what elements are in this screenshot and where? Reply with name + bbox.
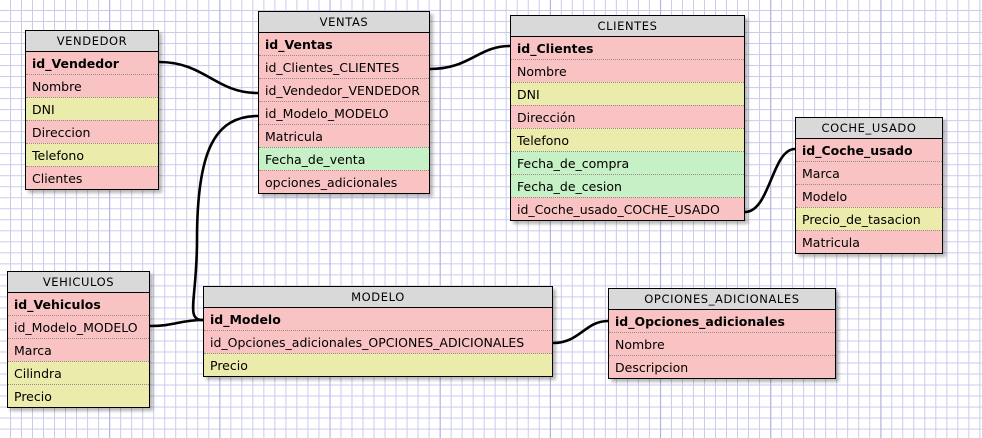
attribute-row[interactable]: id_Coche_usado_COCHE_USADO: [511, 197, 744, 220]
attribute-row[interactable]: Descripcion: [609, 355, 835, 378]
entity-title-clientes: CLIENTES: [511, 16, 744, 36]
attribute-row[interactable]: Precio: [204, 353, 552, 376]
primary-key-row[interactable]: id_Ventas: [259, 32, 429, 55]
attribute-row[interactable]: Telefono: [26, 143, 158, 166]
attribute-row[interactable]: Nombre: [609, 332, 835, 355]
attribute-row[interactable]: id_Vendedor_VENDEDOR: [259, 78, 429, 101]
connector-vehiculos-modelo[interactable]: [148, 318, 205, 328]
attribute-row[interactable]: Nombre: [26, 74, 158, 97]
attribute-row[interactable]: DNI: [511, 82, 744, 105]
entity-title-coche_usado: COCHE_USADO: [796, 118, 942, 138]
attribute-row[interactable]: Cilindra: [8, 361, 149, 384]
connector-ventas-clientes[interactable]: [428, 44, 512, 71]
attribute-row[interactable]: Nombre: [511, 59, 744, 82]
entity-title-modelo: MODELO: [204, 287, 552, 307]
attribute-row[interactable]: Precio_de_tasacion: [796, 207, 942, 230]
attribute-row[interactable]: Direccion: [26, 120, 158, 143]
attribute-row[interactable]: Matricula: [796, 230, 942, 253]
attribute-row[interactable]: id_Modelo_MODELO: [259, 101, 429, 124]
attribute-row[interactable]: id_Modelo_MODELO: [8, 315, 149, 338]
primary-key-row[interactable]: id_Opciones_adicionales: [609, 309, 835, 332]
attribute-row[interactable]: id_Clientes_CLIENTES: [259, 55, 429, 78]
attribute-row[interactable]: id_Opciones_adicionales_OPCIONES_ADICION…: [204, 330, 552, 353]
connector-vendedor-ventas[interactable]: [157, 60, 260, 95]
primary-key-row[interactable]: id_Vendedor: [26, 51, 158, 74]
entity-title-vehiculos: VEHICULOS: [8, 272, 149, 292]
attribute-row[interactable]: Fecha_de_compra: [511, 151, 744, 174]
entity-title-vendedor: VENDEDOR: [26, 31, 158, 51]
connector-clientes-coche_usado[interactable]: [743, 147, 797, 214]
attribute-row[interactable]: Telefono: [511, 128, 744, 151]
connector-modelo-opciones[interactable]: [551, 319, 610, 345]
primary-key-row[interactable]: id_Vehiculos: [8, 292, 149, 315]
attribute-row[interactable]: Marca: [8, 338, 149, 361]
entity-title-ventas: VENTAS: [259, 12, 429, 32]
attribute-row[interactable]: Fecha_de_venta: [259, 147, 429, 170]
entity-title-opciones_adicionales: OPCIONES_ADICIONALES: [609, 289, 835, 309]
attribute-row[interactable]: Dirección: [511, 105, 744, 128]
attribute-row[interactable]: opciones_adicionales: [259, 170, 429, 193]
attribute-row[interactable]: Marca: [796, 161, 942, 184]
primary-key-row[interactable]: id_Coche_usado: [796, 138, 942, 161]
attribute-row[interactable]: Clientes: [26, 166, 158, 189]
attribute-row[interactable]: DNI: [26, 97, 158, 120]
attribute-row[interactable]: Precio: [8, 384, 149, 407]
primary-key-row[interactable]: id_Clientes: [511, 36, 744, 59]
primary-key-row[interactable]: id_Modelo: [204, 307, 552, 330]
attribute-row[interactable]: Modelo: [796, 184, 942, 207]
attribute-row[interactable]: Fecha_de_cesion: [511, 174, 744, 197]
attribute-row[interactable]: Matricula: [259, 124, 429, 147]
